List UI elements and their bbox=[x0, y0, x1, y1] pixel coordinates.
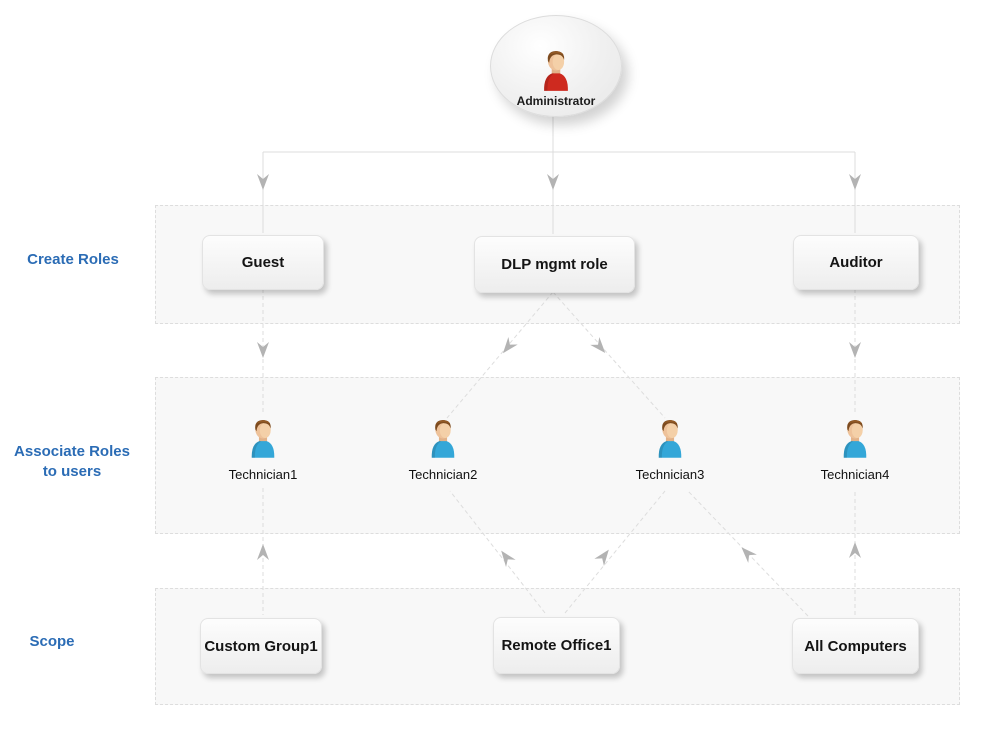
node-scope-all-computers: All Computers bbox=[792, 618, 919, 674]
node-technician4: Technician4 bbox=[795, 416, 915, 482]
edge-admin-trunk bbox=[262, 104, 856, 234]
edge-office1-technician2 bbox=[449, 490, 546, 614]
scope-label: All Computers bbox=[804, 637, 907, 655]
band-associate-roles bbox=[155, 377, 960, 534]
technician-person-icon bbox=[837, 416, 873, 460]
section-label-scope: Scope bbox=[29, 633, 75, 650]
role-label: Guest bbox=[241, 254, 285, 271]
section-label-associate-line2: to users bbox=[42, 463, 102, 480]
administrator-person-icon bbox=[537, 47, 575, 93]
section-label-create-roles: Create Roles bbox=[27, 251, 119, 268]
technician-label: Technician3 bbox=[635, 467, 705, 482]
node-scope-custom-group1: Custom Group1 bbox=[200, 618, 322, 674]
node-administrator: Administrator bbox=[490, 15, 622, 117]
technician-person-icon bbox=[652, 416, 688, 460]
edge-office1-technician3 bbox=[564, 490, 666, 614]
technician-person-icon bbox=[425, 416, 461, 460]
technician-label: Technician4 bbox=[820, 467, 890, 482]
scope-label: Custom Group1 bbox=[204, 637, 318, 655]
edge-dlp-technician3 bbox=[552, 291, 666, 419]
node-technician1: Technician1 bbox=[203, 416, 323, 482]
node-role-auditor: Auditor bbox=[793, 235, 919, 290]
technician-label: Technician1 bbox=[228, 467, 298, 482]
node-role-dlp-mgmt: DLP mgmt role bbox=[474, 236, 635, 293]
section-label-associate-line1: Associate Roles bbox=[14, 443, 130, 460]
administrator-label: Administrator bbox=[516, 94, 596, 108]
node-scope-remote-office1: Remote Office1 bbox=[493, 617, 620, 674]
edge-dlp-technician2 bbox=[446, 291, 554, 419]
node-technician3: Technician3 bbox=[610, 416, 730, 482]
arrowheads bbox=[257, 174, 861, 567]
technician-person-icon bbox=[245, 416, 281, 460]
section-label-associate-roles: Associate Roles to users bbox=[10, 442, 134, 482]
technician-label: Technician2 bbox=[408, 467, 478, 482]
node-role-guest: Guest bbox=[202, 235, 324, 290]
role-label: DLP mgmt role bbox=[501, 256, 608, 273]
scope-label: Remote Office1 bbox=[501, 637, 612, 654]
node-technician2: Technician2 bbox=[383, 416, 503, 482]
role-label: Auditor bbox=[829, 254, 883, 271]
